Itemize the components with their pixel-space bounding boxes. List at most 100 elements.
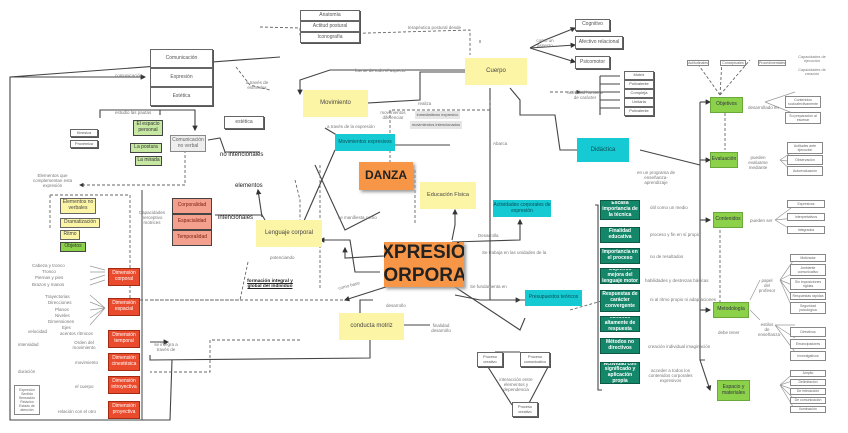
dimension-introyectiva-node[interactable]: Dimensión introyectiva	[108, 376, 140, 394]
connector	[699, 102, 705, 361]
principle-node[interactable]: Mínimos altamente de respuesta	[600, 316, 640, 332]
connector	[318, 237, 380, 273]
activity-item[interactable]: Unitaria	[624, 98, 654, 107]
cont-item[interactable]: Expresivos	[787, 200, 825, 208]
eval-item[interactable]: Observación	[787, 155, 823, 165]
elementos-no-verbales-node[interactable]: Elementos no verbales	[60, 198, 96, 214]
educacion-fisica-node[interactable]: Educación Física	[420, 182, 476, 209]
activity-item[interactable]: Motriz	[624, 71, 654, 80]
estilo-item[interactable]: Directivos	[790, 327, 826, 337]
obj-item[interactable]: Contenidos socioafectivamente	[785, 96, 821, 108]
a-traves-label: a través de estímulos	[245, 80, 269, 91]
evaluacion-node[interactable]: Evaluación	[710, 152, 738, 168]
procedimentales-node[interactable]: Procedimentales	[758, 60, 786, 66]
activity-item[interactable]: Compleja	[624, 89, 654, 98]
cuerpo-node[interactable]: Cuerpo	[465, 58, 527, 85]
dimension-temporal-node[interactable]: Dimensión temporal	[108, 330, 140, 348]
dimension-corporal-node[interactable]: Dimensión corporal	[108, 268, 140, 286]
objetos-node[interactable]: Objetos	[60, 242, 86, 252]
meto-item[interactable]: Seguridad psicológica	[790, 302, 826, 314]
metodologia-node[interactable]: Metodología	[713, 302, 749, 318]
proxemica-node[interactable]: Proxémica	[70, 140, 98, 148]
meto-item[interactable]: Ambiente comunicativo	[790, 264, 826, 276]
corporalidad-node[interactable]: Corporalidad	[172, 198, 212, 214]
postural-attitude-node[interactable]: Actitud postural	[300, 21, 360, 32]
estilo-item[interactable]: Investigativos	[790, 351, 826, 361]
principle-node[interactable]: Escasa importancia de la técnica	[600, 200, 640, 220]
principle-note: no de resultados	[650, 254, 684, 259]
dimension-cinestesica-node[interactable]: Dimensión cinestésica	[108, 353, 140, 371]
dim-item: acentos rítmicos	[60, 331, 93, 336]
espacio-materiales-node[interactable]: Espacio y materiales	[717, 380, 750, 401]
cont-item[interactable]: Interpretativos	[787, 213, 825, 221]
principle-node[interactable]: Actividad con significado y aplicación p…	[600, 362, 640, 384]
meto-item[interactable]: Sin imposiciones rígidas	[790, 278, 826, 290]
principle-node[interactable]: Métodos no directivos	[600, 338, 640, 354]
espacio-item[interactable]: Delimitación	[790, 379, 826, 386]
conceptuales-node[interactable]: Conceptuales	[720, 60, 746, 66]
kinesica-node[interactable]: Kinesica	[70, 129, 98, 137]
affective-node[interactable]: Afectivo relacional	[575, 36, 623, 49]
eval-item[interactable]: Actitudes ante ejecución	[787, 142, 823, 154]
formacion-label: formación integral y global del individu…	[247, 279, 293, 289]
presupuestos-teoricos-node[interactable]: Presupuestos teóricos	[525, 290, 582, 306]
movimientos-intencionados-node[interactable]: movimientos intencionados	[410, 121, 462, 129]
connector	[451, 208, 458, 241]
espacio-item[interactable]: Amplio	[790, 370, 826, 377]
principle-node[interactable]: Respuestas de carácter convergente	[600, 290, 640, 312]
central-node-expresion-corporal[interactable]: EXPRESIÓN CORPORAL	[384, 242, 464, 287]
postura-node[interactable]: La postura	[130, 143, 162, 153]
ritmo-node[interactable]: Ritmo	[60, 230, 80, 240]
espacio-item[interactable]: Iluminación	[790, 406, 826, 413]
movimiento-node[interactable]: Movimiento	[303, 90, 368, 117]
cognitive-node[interactable]: Cognitivo	[575, 19, 610, 31]
espacio-item[interactable]: De comunicación	[790, 397, 826, 404]
iconography-node[interactable]: Iconografía	[300, 32, 360, 43]
estetica-node[interactable]: estética	[224, 116, 264, 129]
thin-connector	[89, 294, 106, 326]
debe-tener-label: debe tener	[718, 330, 740, 335]
estilo-item[interactable]: Emancipadores	[790, 339, 826, 349]
inmediatismo-node[interactable]: inmediatismo expresivo	[415, 111, 460, 119]
principle-node[interactable]: Objetivos mejora del lenguaje motor	[600, 268, 640, 284]
psychomotor-node[interactable]: Psicomotor	[575, 56, 610, 69]
danza-node[interactable]: DANZA	[359, 162, 413, 190]
dim-item: Orden del movimiento	[72, 340, 96, 351]
objetivos-node[interactable]: Objetivos	[710, 97, 743, 113]
contenidos-node[interactable]: Contenidos	[713, 212, 743, 228]
meto-item[interactable]: Respuestas rápidas	[790, 292, 826, 300]
activity-item[interactable]: Polivalente	[624, 107, 654, 116]
principle-node[interactable]: Importancia en el proceso	[600, 248, 640, 264]
espacio-item[interactable]: De interacción	[790, 388, 826, 395]
cont-item[interactable]: Integrados	[787, 226, 825, 234]
espacio-personal-node[interactable]: El espacio personal	[133, 120, 163, 136]
meto-item[interactable]: Motivador	[790, 254, 826, 262]
dramatizacion-node[interactable]: Dramatización	[60, 218, 100, 228]
lenguaje-corporal-node[interactable]: Lenguaje corporal	[256, 220, 322, 247]
connector	[699, 359, 712, 392]
principle-node[interactable]: Finalidad educativa	[600, 227, 640, 243]
no-intencionales-label: no intencionales	[220, 152, 264, 158]
dimension-proyectiva-node[interactable]: Dimensión proyectiva	[108, 401, 140, 419]
conducta-motriz-node[interactable]: conducta motriz	[339, 313, 404, 340]
eval-item[interactable]: Autoevaluación	[787, 166, 823, 176]
obj-item[interactable]: Su preparación al escenar	[785, 112, 821, 124]
se-manifiesta-label: se manifiesta como	[338, 215, 377, 220]
temporalidad-node[interactable]: Temporalidad	[172, 230, 212, 246]
comunicacion-no-verbal-node[interactable]: Comunicación no verbal	[170, 135, 206, 152]
espacialidad-node[interactable]: Espacialidad	[172, 214, 212, 230]
actitudinales-node[interactable]: Actitudinales	[687, 60, 709, 66]
dimension-espacial-node[interactable]: Dimensión espacial	[108, 298, 140, 316]
movimientos-expresivos-node[interactable]: Movimientos expresivos	[335, 134, 395, 151]
proceso-creativo-node[interactable]: Proceso creativo	[477, 352, 503, 367]
anatomy-node[interactable]: Anatomía	[300, 10, 360, 21]
proceso-creativo-bottom-node[interactable]: Proceso creativo	[512, 402, 538, 417]
proceso-comunicativo-node[interactable]: Proceso comunicativo	[520, 352, 550, 367]
communication-node[interactable]: Comunicación	[150, 49, 213, 68]
mirada-node[interactable]: La mirada	[135, 156, 162, 166]
didactica-node[interactable]: Didáctica	[577, 138, 629, 162]
actividades-expresion-node[interactable]: Actividades corporales de expresión	[493, 200, 551, 217]
expression-node[interactable]: Expresión	[150, 68, 213, 87]
activity-item[interactable]: Polivalente	[624, 80, 654, 89]
aesthetics-node[interactable]: Estética	[150, 87, 213, 106]
